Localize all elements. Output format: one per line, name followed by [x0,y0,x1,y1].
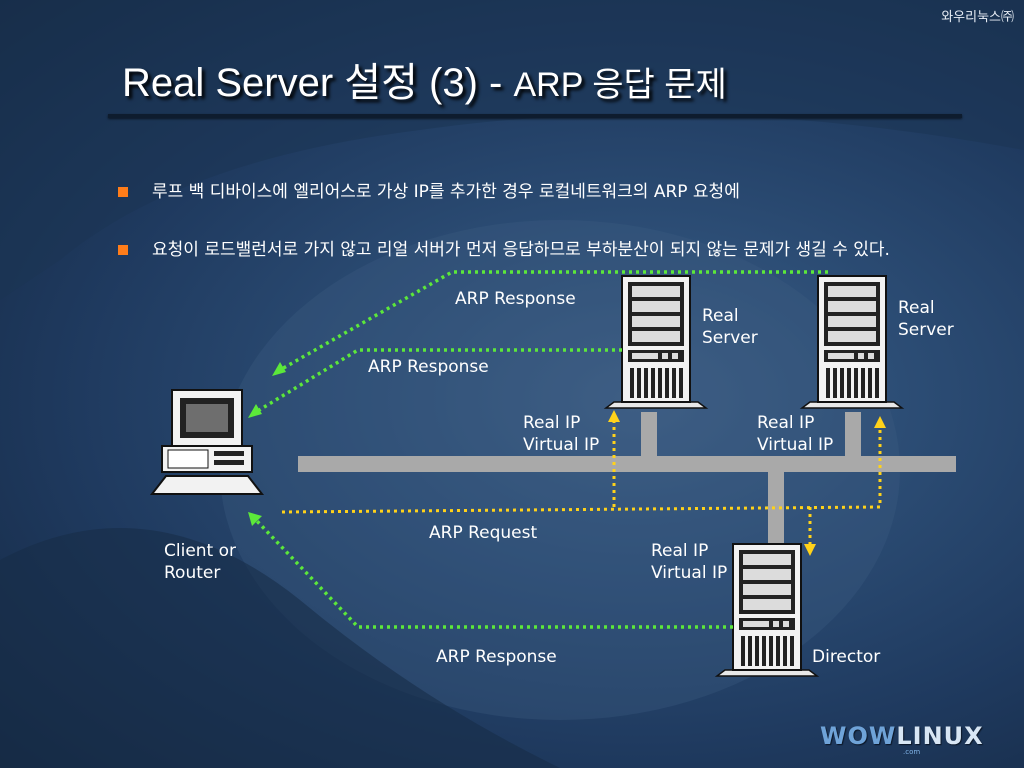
page-title: Real Server 설정 (3) - ARP 응답 문제 [122,50,727,108]
logo-domain: .com [903,748,921,756]
arp-response-label-3: ARP Response [436,647,557,667]
arp-request-paths [281,420,882,548]
bullet-square-icon [118,245,128,255]
arp-response-paths [254,270,828,629]
real-server-1-icon [605,275,707,409]
director-label: Director [812,647,881,667]
arp-response-label-2: ARP Response [368,357,489,377]
logo-wow: WOW [820,722,897,750]
title-main: Real Server 설정 (3) - [122,61,503,105]
title-sub: ARP 응답 문제 [513,66,727,104]
bullet-text: 루프 백 디바이스에 엘리어스로 가상 IP를 추가한 경우 로컬네트워크의 A… [152,182,740,202]
real-server-2-label: Real Server [898,298,954,340]
network-bus [298,456,956,472]
client-router-label: Client or Router [164,541,237,583]
real-server-1-ips: Real IP Virtual IP [523,413,600,455]
wowlinux-logo: WOWLINUX [820,722,984,750]
arp-response-label-1: ARP Response [455,289,576,309]
arp-request-arrowheads [608,410,886,556]
director-ips: Real IP Virtual IP [651,541,728,583]
bullet-text: 요청이 로드밸런서로 가지 않고 리얼 서버가 먼저 응답하므로 부하분산이 되… [152,240,890,260]
real-server-2-ips: Real IP Virtual IP [757,413,834,455]
real-server-1-label: Real Server [702,306,758,348]
bus-drop-rs1 [641,412,657,458]
company-name: 와우리눅스㈜ [941,10,1014,25]
bus-drop-rs2 [845,412,861,458]
bus-drop-director [768,470,784,546]
director-server-icon [716,543,818,677]
arp-request-label: ARP Request [429,523,538,543]
client-computer-icon [149,389,265,495]
real-server-2-icon [801,275,903,409]
title-underline [108,114,962,118]
logo-linux: LINUX [896,722,984,750]
arp-response-arrowheads [248,362,286,526]
bullet-square-icon [118,187,128,197]
